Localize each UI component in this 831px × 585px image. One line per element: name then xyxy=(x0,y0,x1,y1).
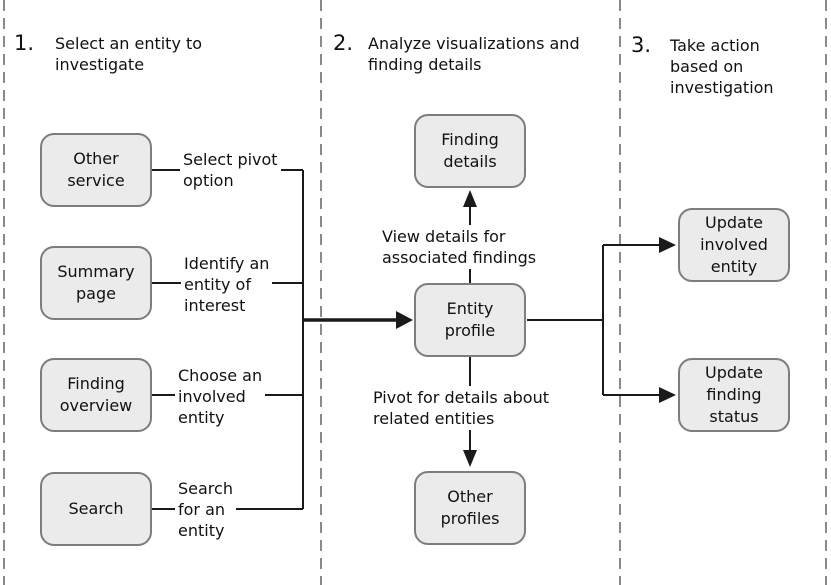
section-1-number: 1. xyxy=(14,31,35,55)
arrowhead-update-involved xyxy=(659,237,676,253)
section-3-number: 3. xyxy=(631,33,652,57)
arrowhead-update-finding xyxy=(659,387,676,403)
arrowhead-entity-profile xyxy=(396,311,413,329)
node-search: Search xyxy=(40,472,152,546)
arrowhead-other-profiles xyxy=(463,450,477,467)
node-search-label: Search xyxy=(68,499,124,518)
section-2-number: 2. xyxy=(333,31,354,55)
arrowhead-finding-details xyxy=(463,190,477,207)
